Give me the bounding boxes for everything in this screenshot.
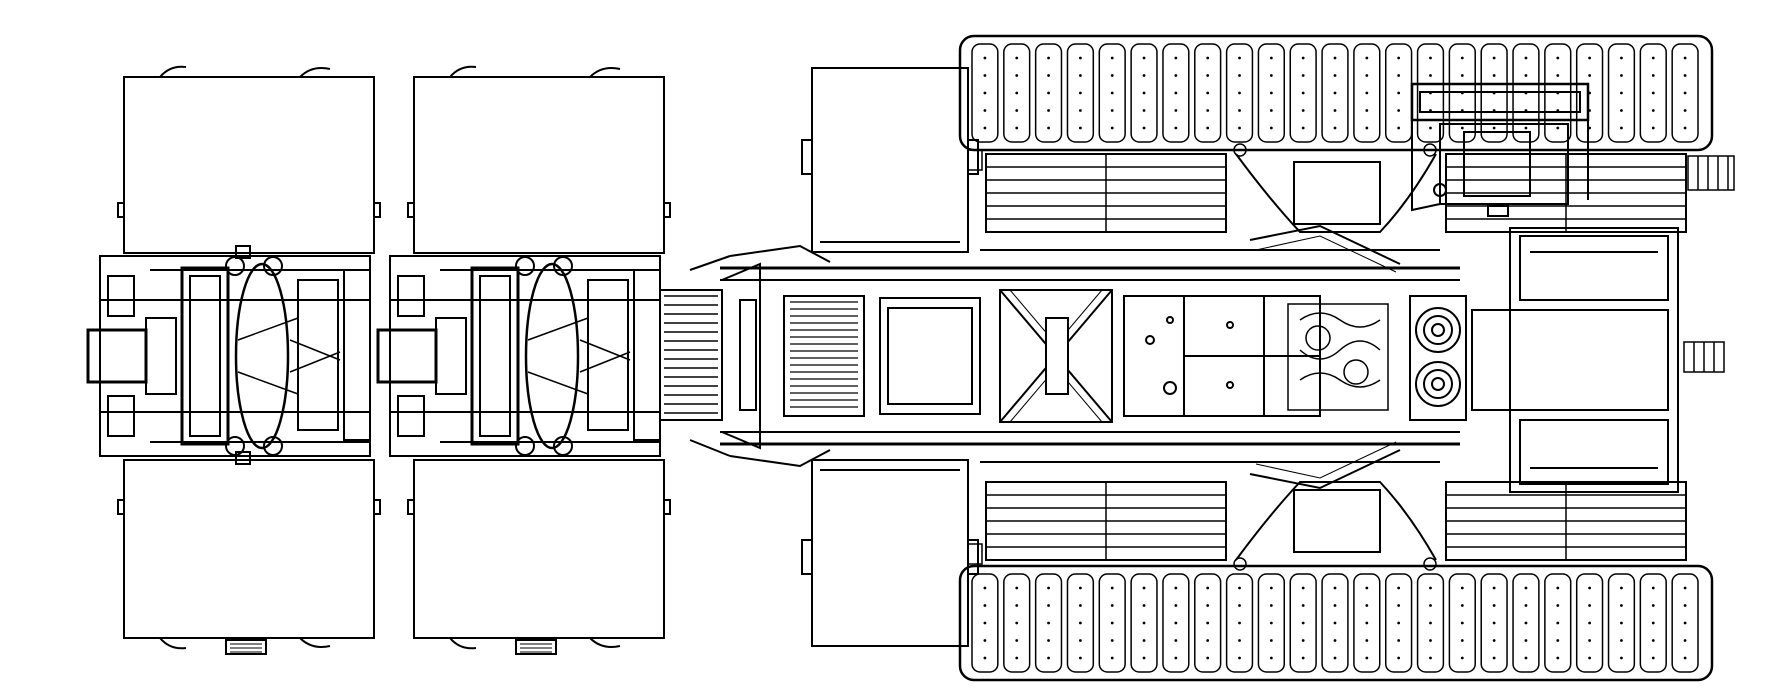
rear-outer-frame (1510, 228, 1678, 492)
track-upper-shoe (1577, 44, 1603, 142)
track-brackets (968, 144, 1436, 570)
sprocket-upper (1416, 308, 1460, 352)
radiator-grille (784, 296, 864, 416)
dolly-1 (88, 67, 380, 654)
deck-upper-right (1446, 154, 1686, 232)
center-body (784, 290, 1388, 422)
crawler-track-lower (960, 566, 1712, 680)
track-lower-shoe (1386, 574, 1412, 672)
cross-brace-section (1000, 290, 1112, 422)
track-upper-shoe (1418, 44, 1444, 142)
track-lower-shoe (1545, 574, 1571, 672)
track-lower-shoe (1481, 574, 1507, 672)
arch-upper (1236, 154, 1436, 232)
track-upper-shoe (1481, 44, 1507, 142)
track-upper-shoe (1513, 44, 1539, 142)
track-lower-shoe (1227, 574, 1253, 672)
track-lower-shoe (1640, 574, 1666, 672)
deck-upper-left (986, 154, 1226, 232)
track-upper-shoe (1545, 44, 1571, 142)
track-upper-outline (960, 36, 1712, 150)
rear-hitch (1684, 342, 1724, 372)
track-lower-shoe (1067, 574, 1093, 672)
gooseneck-cooling-fins (664, 296, 718, 413)
rear-box-upper (1520, 236, 1668, 300)
track-upper-shoe (1386, 44, 1412, 142)
track-lower-shoes (972, 574, 1698, 672)
track-upper-shoe (1004, 44, 1030, 142)
track-upper-shoe (1099, 44, 1125, 142)
deck-lower-right (1446, 482, 1686, 560)
operator-cab (1412, 84, 1588, 216)
track-lower-outline (960, 566, 1712, 680)
track-lower-shoe (1609, 574, 1635, 672)
track-upper-shoe (1322, 44, 1348, 142)
sprocket-lower (1416, 362, 1460, 406)
track-lower-shoe (1290, 574, 1316, 672)
track-upper-shoe (1131, 44, 1157, 142)
track-lower-shoe (1195, 574, 1221, 672)
track-lower-shoe (1577, 574, 1603, 672)
track-upper-shoe (1163, 44, 1189, 142)
track-upper-shoe (1258, 44, 1284, 142)
track-lower-shoe (1449, 574, 1475, 672)
track-lower-shoe (1131, 574, 1157, 672)
dolly-2-wheel-bottom (414, 460, 664, 638)
rear-box-lower (1520, 420, 1668, 484)
cab-body (1440, 124, 1568, 204)
track-upper-shoe (1640, 44, 1666, 142)
dolly-1-step-plate (226, 640, 266, 654)
drive-sprockets (1410, 296, 1466, 420)
track-lower-shoe (1513, 574, 1539, 672)
engine-block (880, 298, 980, 414)
dolly-2-axle-beam (472, 268, 518, 444)
dolly-2-wheel-top (414, 77, 664, 253)
rear-deck (1472, 156, 1734, 492)
track-lower-shoe (972, 574, 998, 672)
track-upper-shoe (1195, 44, 1221, 142)
crawler-track-upper (960, 36, 1712, 150)
dolly-1-axle-beam (182, 268, 228, 444)
hydraulic-pump-area (1288, 304, 1388, 410)
track-upper-shoe (1672, 44, 1698, 142)
track-lower-shoe (1354, 574, 1380, 672)
track-lower-shoe (1418, 574, 1444, 672)
rear-deck-panel (1472, 310, 1668, 410)
dolly-2 (378, 67, 670, 654)
dolly-2-step-plate (516, 640, 556, 654)
track-upper-shoe (1036, 44, 1062, 142)
dolly-1-wheel-bottom-caps (160, 638, 330, 648)
deck-lower-left (986, 482, 1226, 560)
dolly-2-turntable (526, 264, 578, 448)
dolly-1-turntable (236, 264, 288, 448)
dolly-1-wheel-top-caps (160, 67, 330, 77)
track-lower-shoe (1099, 574, 1125, 672)
gooseneck (660, 256, 760, 456)
track-upper-shoe (1354, 44, 1380, 142)
track-lower-shoe (1163, 574, 1189, 672)
track-upper-shoe (1227, 44, 1253, 142)
track-lower-shoe (1672, 574, 1698, 672)
track-lower-shoe (1004, 574, 1030, 672)
main-frame (720, 246, 1460, 466)
track-upper-shoe (972, 44, 998, 142)
track-frame-decks (986, 154, 1686, 560)
arch-lower (1236, 482, 1436, 560)
track-upper-shoes (972, 44, 1698, 142)
line-art (88, 36, 1734, 680)
track-lower-shoe (1036, 574, 1062, 672)
rear-ladder-top (1688, 156, 1734, 190)
track-upper-shoe (1067, 44, 1093, 142)
track-upper-shoe (1449, 44, 1475, 142)
track-upper-shoe (1609, 44, 1635, 142)
track-lower-shoe (1258, 574, 1284, 672)
track-lower-shoe (1322, 574, 1348, 672)
track-upper-shoe (1290, 44, 1316, 142)
